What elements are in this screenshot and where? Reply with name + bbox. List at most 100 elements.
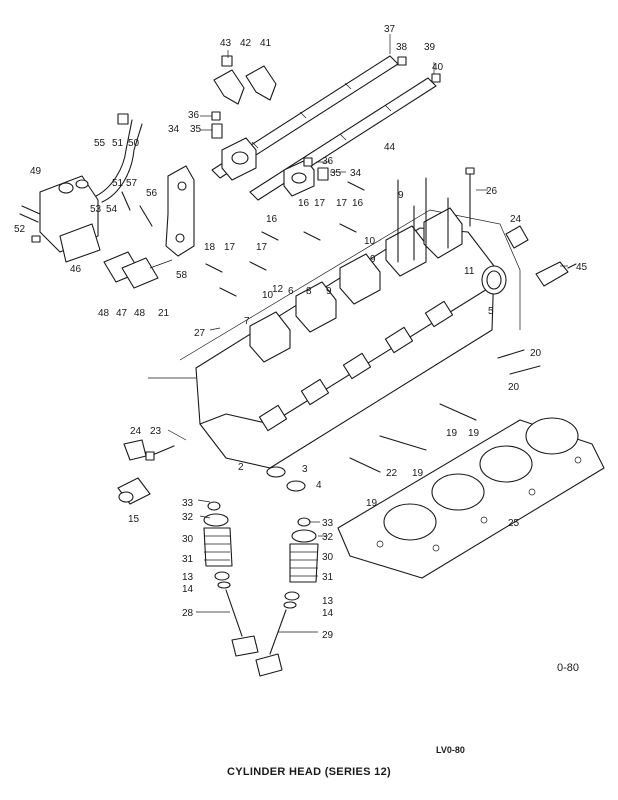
rocker-shaft-support-front — [221, 137, 257, 181]
diagram-caption: CYLINDER HEAD (SERIES 12) — [227, 766, 391, 778]
fuel-pump-assembly — [19, 113, 143, 263]
part-label: 51 — [112, 178, 124, 189]
part-label: 48 — [134, 308, 146, 319]
part-label: 39 — [424, 42, 436, 53]
part-label: 58 — [176, 270, 188, 281]
part-label: 13 — [322, 596, 334, 607]
part-label: 8 — [306, 286, 312, 297]
part-label: 44 — [384, 142, 396, 153]
part-label: 55 — [94, 138, 106, 149]
part-label: 57 — [126, 178, 138, 189]
shaft-bolt-left — [211, 111, 223, 139]
part-label: 20 — [530, 348, 542, 359]
part-label: 6 — [288, 286, 294, 297]
part-label: 9 — [370, 254, 376, 265]
part-label: 24 — [510, 214, 522, 225]
part-label: 54 — [106, 204, 118, 215]
part-label: 25 — [508, 518, 520, 529]
part-label: 9 — [398, 190, 404, 201]
part-label: 36 — [188, 110, 200, 121]
part-label: 19 — [366, 498, 378, 509]
part-label: 5 — [488, 306, 494, 317]
shaft-plugs-top-right — [397, 56, 441, 83]
temperature-sender-45 — [535, 261, 577, 287]
part-label: 19 — [446, 428, 458, 439]
part-label: 10 — [262, 290, 274, 301]
part-label: 15 — [128, 514, 140, 525]
part-label: 34 — [350, 168, 362, 179]
part-label: 50 — [128, 138, 140, 149]
part-label: 28 — [182, 608, 194, 619]
part-label: 26 — [486, 186, 498, 197]
part-label: 14 — [182, 584, 194, 595]
part-label: 27 — [194, 328, 206, 339]
part-label: 2 — [238, 462, 244, 473]
part-label: 33 — [182, 498, 194, 509]
part-label: 10 — [364, 236, 376, 247]
head-bolts — [397, 167, 475, 263]
part-label: 32 — [182, 512, 194, 523]
part-label: 33 — [322, 518, 334, 529]
part-label: 31 — [322, 572, 334, 583]
part-label: 12 — [272, 284, 284, 295]
part-label: 31 — [182, 554, 194, 565]
seal-ring-11 — [481, 265, 507, 295]
part-label: 51 — [112, 138, 124, 149]
part-label: 16 — [266, 214, 278, 225]
part-label: 24 — [130, 426, 142, 437]
part-label: 19 — [412, 468, 424, 479]
head-plug-24-left — [123, 439, 147, 461]
part-label: 47 — [116, 308, 128, 319]
part-label: 48 — [98, 308, 110, 319]
rocker-arm-pair-top — [213, 55, 277, 105]
part-label: 32 — [322, 532, 334, 543]
leader-lines — [167, 34, 568, 633]
head-gasket — [337, 417, 605, 579]
part-label: 16 — [298, 198, 310, 209]
part-label: 4 — [316, 480, 322, 491]
fuel-pump-gaskets — [103, 251, 173, 289]
part-label: 22 — [386, 468, 398, 479]
drawing-code: LV0-80 — [436, 745, 465, 755]
part-label: 9 — [326, 286, 332, 297]
part-label: 29 — [322, 630, 334, 641]
part-label: 40 — [432, 62, 444, 73]
head-plug-24-right — [505, 225, 529, 249]
part-label: 53 — [90, 204, 102, 215]
part-label: 23 — [150, 426, 162, 437]
part-label: 35 — [330, 168, 342, 179]
part-label: 46 — [70, 264, 82, 275]
part-label: 14 — [322, 608, 334, 619]
part-label: 16 — [352, 198, 364, 209]
part-label: 30 — [182, 534, 194, 545]
washers-3-4 — [266, 466, 306, 492]
part-label: 3 — [302, 464, 308, 475]
valve-assembly-right — [255, 517, 319, 677]
engine-lifting-bracket — [165, 165, 195, 257]
part-label: 21 — [158, 308, 170, 319]
cylinder-head-body — [148, 207, 521, 469]
part-label: 20 — [508, 382, 520, 393]
part-label: 42 — [240, 38, 252, 49]
part-label: 19 — [468, 428, 480, 439]
rocker-shaft-support-rear — [283, 159, 315, 197]
part-label: 17 — [336, 198, 348, 209]
part-label: 34 — [168, 124, 180, 135]
part-label: 11 — [464, 266, 475, 277]
part-label: 17 — [256, 242, 268, 253]
part-label: 13 — [182, 572, 194, 583]
figure-number: 0-80 — [557, 662, 580, 674]
bracket-bolts-left — [121, 191, 153, 227]
part-label: 17 — [224, 242, 236, 253]
exhaust-studs — [497, 349, 541, 375]
intake-studs-lower — [349, 403, 477, 473]
part-label: 49 — [30, 166, 42, 177]
valve-assembly-left — [203, 501, 259, 657]
part-label: 56 — [146, 188, 158, 199]
dowel-23 — [145, 445, 175, 461]
part-label: 37 — [384, 24, 396, 35]
manifold-studs — [205, 181, 365, 297]
shaft-bolt-right — [303, 157, 329, 181]
part-label: 18 — [204, 242, 216, 253]
